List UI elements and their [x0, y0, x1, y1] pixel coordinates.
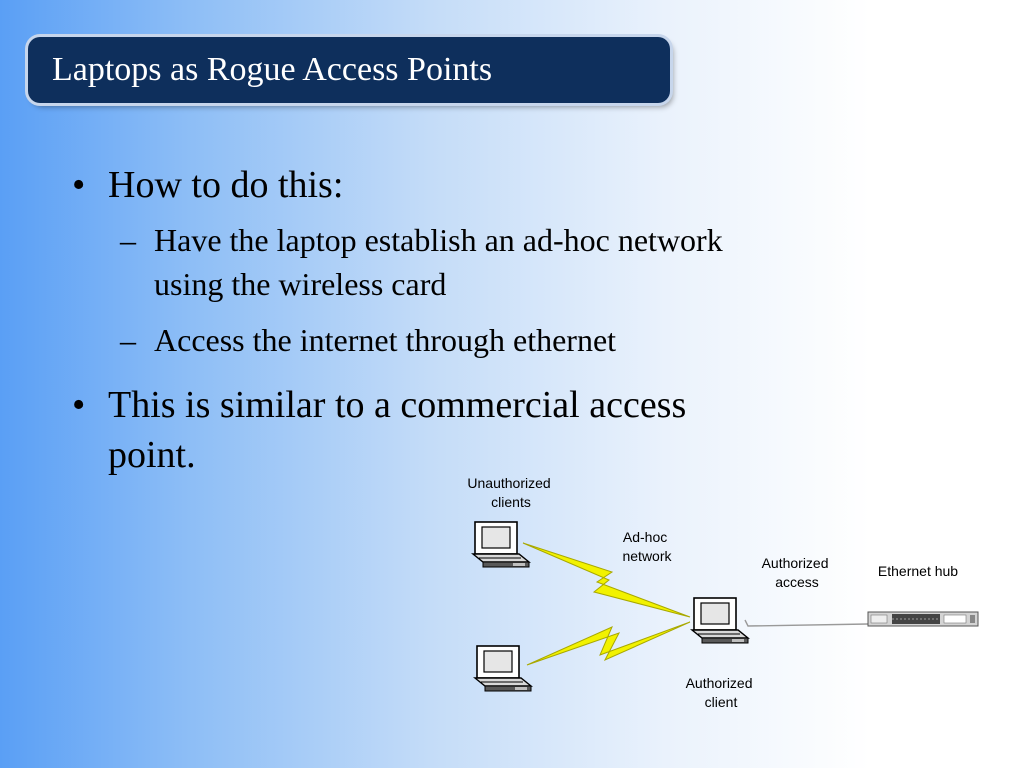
- label-unauthorized-clients: Unauthorized clients: [467, 475, 554, 510]
- bullet-line: This is similar to a commercial access: [108, 384, 687, 426]
- ethernet-cable: [744, 619, 869, 627]
- laptop-icon: [472, 521, 530, 568]
- bullet-marker: •: [72, 164, 86, 206]
- bullet-line: point.: [108, 434, 196, 476]
- laptop-icon: [474, 645, 532, 692]
- label-authorized-client: Authorized client: [686, 675, 757, 710]
- sub-bullet-line: Access the internet through ethernet: [154, 322, 617, 358]
- bullet-list: • How to do this: – Have the laptop esta…: [68, 160, 888, 480]
- bullet-similar: • This is similar to a commercial access…: [68, 380, 888, 480]
- bullet-how-to: • How to do this:: [68, 160, 888, 210]
- laptop-icon: [691, 597, 749, 644]
- label-authorized-access: Authorized access: [762, 555, 833, 590]
- lightning-bolt-icon: [522, 542, 691, 618]
- title-bar: Laptops as Rogue Access Points: [28, 37, 670, 103]
- sub-bullet-line: using the wireless card: [154, 266, 447, 302]
- sub-bullet-adhoc: – Have the laptop establish an ad-hoc ne…: [68, 218, 888, 306]
- ethernet-hub-icon: [867, 611, 979, 627]
- dash-marker: –: [120, 222, 136, 258]
- bullet-text: How to do this:: [108, 164, 344, 206]
- slide-title: Laptops as Rogue Access Points: [52, 51, 493, 88]
- sub-bullet-ethernet: – Access the internet through ethernet: [68, 318, 888, 362]
- bullet-marker: •: [72, 384, 86, 426]
- label-adhoc-network: Ad-hoc network: [622, 529, 672, 564]
- lightning-bolt-icon: [526, 621, 691, 666]
- sub-bullet-line: Have the laptop establish an ad-hoc netw…: [154, 222, 723, 258]
- dash-marker: –: [120, 322, 136, 358]
- label-ethernet-hub: Ethernet hub: [878, 563, 958, 579]
